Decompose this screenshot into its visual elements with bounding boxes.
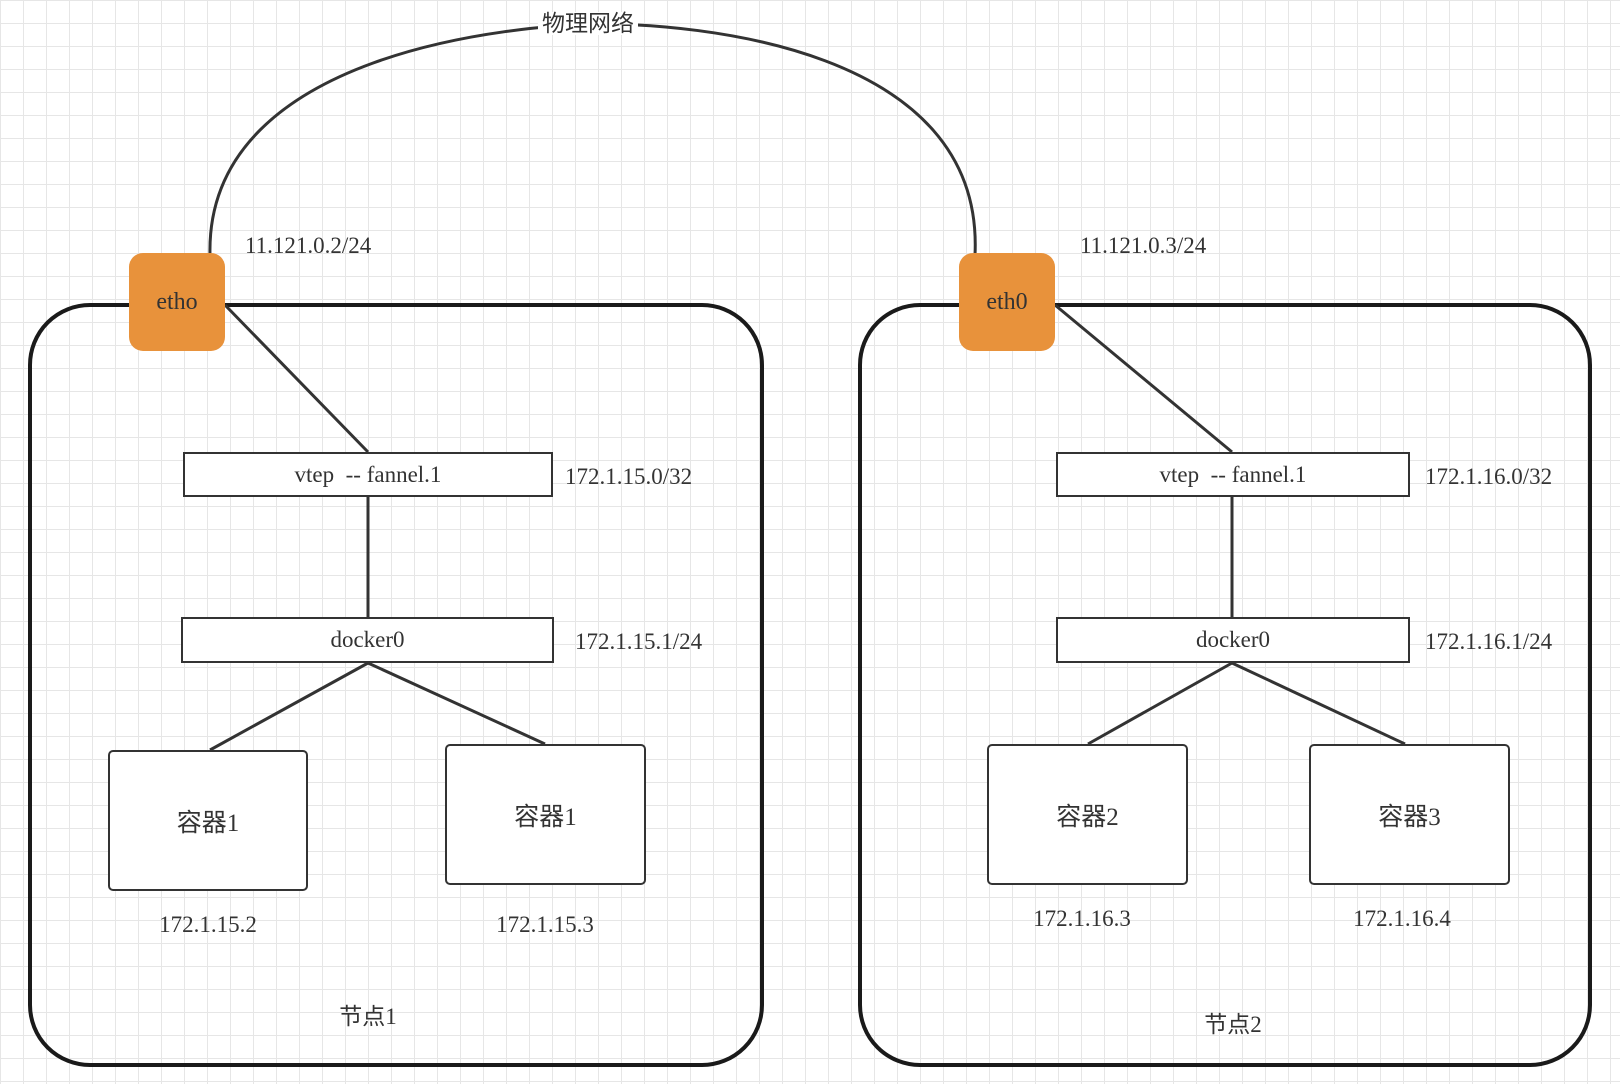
node1-docker0-ip: 172.1.15.1/24 (575, 629, 703, 654)
node1-label: 节点1 (339, 1004, 397, 1029)
node2-docker0-ip: 172.1.16.1/24 (1425, 629, 1553, 654)
node1-vtep-ip: 172.1.15.0/32 (565, 464, 693, 489)
node1-container-1-label: 容器1 (176, 809, 240, 837)
node2-bridge-container1-link (1087, 661, 1233, 746)
node2-frame (858, 303, 1592, 1067)
node1-docker0: docker0 (181, 617, 554, 663)
node2-docker0-label: docker0 (1195, 627, 1271, 652)
node1-eth-vtep-link (223, 303, 370, 454)
node1-vtep: vtep -- fannel.1 (183, 452, 553, 497)
node2-vtep: vtep -- fannel.1 (1056, 452, 1410, 497)
node1-eth-name: etho (156, 288, 198, 315)
node2-label: 节点2 (1204, 1012, 1262, 1037)
node2-eth-vtep-link (1054, 303, 1233, 454)
node2-container-2-ip: 172.1.16.4 (1353, 906, 1451, 931)
node1-container-2-ip: 172.1.15.3 (496, 912, 594, 937)
node1-container-2-label: 容器1 (514, 803, 577, 831)
node2-eth-name: eth0 (986, 288, 1028, 315)
physical-network-label: 物理网络 (538, 12, 638, 35)
node1-bridge-container2-link (367, 661, 546, 746)
node1-vtep-label: vtep -- fannel.1 (294, 461, 442, 487)
node2-bridge-container2-link (1231, 661, 1406, 746)
node1-eth-interface: etho (129, 253, 225, 351)
node2-docker0: docker0 (1056, 617, 1410, 663)
node1-container-2: 容器1 (445, 744, 646, 885)
node1-eth-ip: 11.121.0.2/24 (245, 233, 372, 258)
node2-eth-interface: eth0 (959, 253, 1055, 351)
node2-container-1-label: 容器2 (1056, 803, 1119, 831)
node2-container-1-ip: 172.1.16.3 (1033, 906, 1131, 931)
node2-eth-ip: 11.121.0.3/24 (1080, 233, 1207, 258)
node1-bridge-container1-link (209, 661, 369, 752)
node1-docker0-label: docker0 (330, 627, 405, 652)
node2-vtep-ip: 172.1.16.0/32 (1425, 464, 1553, 489)
physical-network-link (208, 22, 977, 256)
node2-container-2: 容器3 (1309, 744, 1510, 885)
node2-vtep-label: vtep -- fannel.1 (1159, 461, 1307, 487)
node2-container-2-label: 容器3 (1378, 803, 1441, 831)
node2-container-1: 容器2 (987, 744, 1188, 885)
node1-container-1-ip: 172.1.15.2 (159, 912, 257, 937)
node1-container-1: 容器1 (108, 750, 308, 891)
node1-frame (28, 303, 764, 1067)
